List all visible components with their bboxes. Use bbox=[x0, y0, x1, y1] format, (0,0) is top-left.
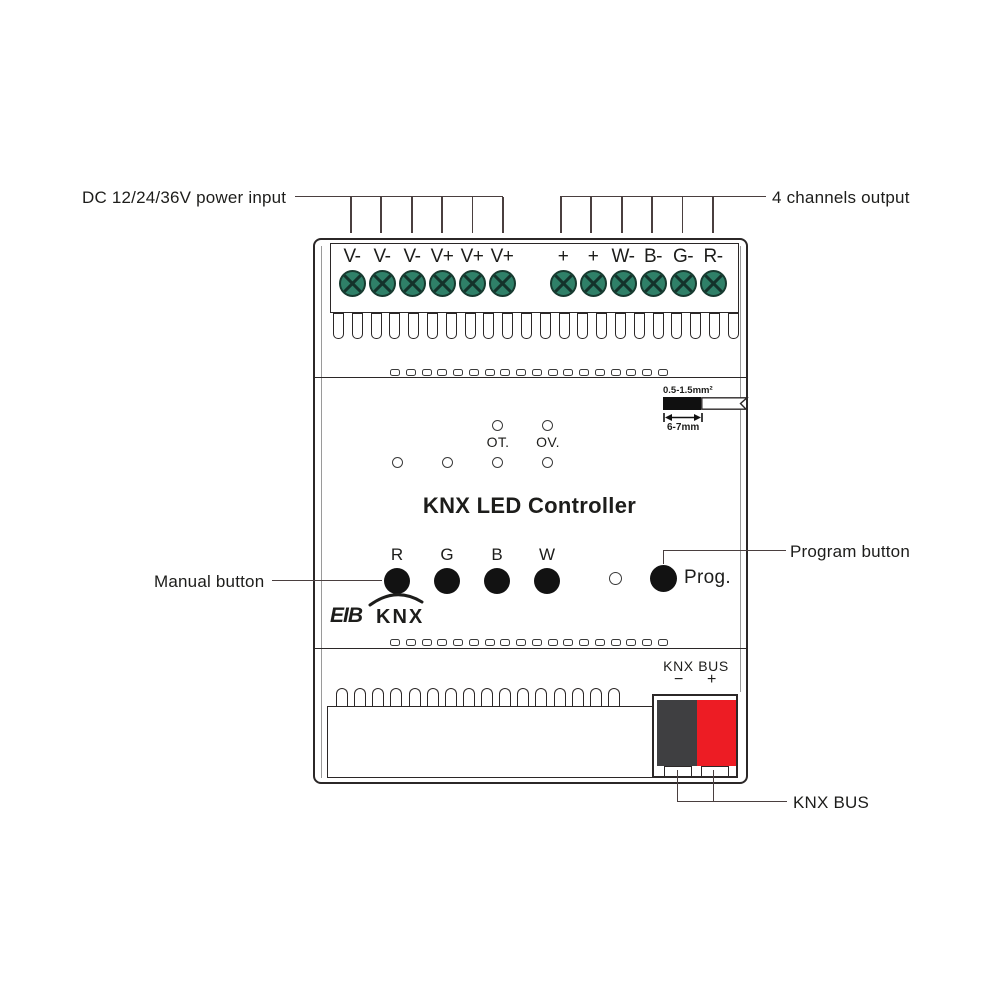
terminal-label: V- bbox=[403, 246, 421, 267]
terminal-block: V- V- V- V+ V+ V+ + + W- B- G- R- bbox=[330, 243, 739, 313]
power-input-label: DC 12/24/36V power input bbox=[82, 188, 287, 207]
terminal-clamp-teeth bbox=[333, 312, 739, 339]
knx-logo: KNX bbox=[376, 606, 425, 628]
channel-led-row bbox=[372, 457, 572, 468]
channels-output-drop-lines bbox=[560, 197, 714, 233]
device-title: KNX LED Controller bbox=[422, 493, 637, 518]
power-input-drop-lines bbox=[350, 197, 504, 233]
power-terminal-group: V- V- V- V+ V+ V+ bbox=[337, 246, 517, 297]
terminal-label: V+ bbox=[460, 246, 484, 267]
ot-label: OT. bbox=[486, 434, 510, 450]
programming-led bbox=[609, 572, 622, 585]
manual-button-b bbox=[484, 568, 510, 594]
knx-bus-connector-label: KNX BUS bbox=[663, 658, 729, 674]
bus-terminal-negative bbox=[657, 700, 697, 766]
terminal-screw-icon bbox=[398, 270, 426, 297]
manual-button-label: Manual button bbox=[154, 572, 265, 591]
terminal-label: + bbox=[587, 246, 599, 267]
bus-minus-label: − bbox=[674, 671, 684, 688]
channel-led bbox=[441, 457, 453, 468]
terminal-screw-icon bbox=[428, 270, 456, 297]
button-label-b: B bbox=[491, 545, 503, 564]
ov-led bbox=[542, 420, 553, 431]
button-label-r: R bbox=[390, 545, 404, 564]
terminal-label: V+ bbox=[490, 246, 514, 267]
program-button-leader-elbow bbox=[663, 550, 664, 564]
manual-button-g bbox=[434, 568, 460, 594]
lower-step-line bbox=[313, 648, 746, 649]
prog-label: Prog. bbox=[684, 567, 731, 588]
terminal-label: + bbox=[557, 246, 569, 267]
bus-terminal-positive bbox=[697, 700, 736, 766]
manual-button-leader-line bbox=[272, 580, 382, 581]
power-input-leader-line bbox=[295, 196, 503, 197]
vent-slots-top bbox=[390, 369, 668, 377]
terminal-screw-icon bbox=[669, 270, 697, 297]
device-inner-edge-left bbox=[321, 246, 322, 778]
eib-logo: EIB bbox=[330, 604, 363, 627]
button-label-g: G bbox=[440, 545, 454, 564]
din-spring-teeth bbox=[336, 688, 620, 707]
terminal-label: V- bbox=[373, 246, 391, 267]
stripped-wire-icon bbox=[663, 397, 701, 410]
knx-bus-leader-line bbox=[677, 801, 787, 802]
channel-led bbox=[541, 457, 553, 468]
terminal-screw-icon bbox=[458, 270, 486, 297]
terminal-screw-icon bbox=[609, 270, 637, 297]
manual-button-r bbox=[384, 568, 410, 594]
knx-bus-label: KNX BUS bbox=[793, 793, 870, 812]
programming-button bbox=[650, 565, 677, 592]
din-rail-box bbox=[327, 706, 653, 778]
bus-plus-label: + bbox=[707, 671, 717, 688]
terminal-label: V- bbox=[343, 246, 361, 267]
ov-label: OV. bbox=[536, 434, 560, 450]
channels-output-label: 4 channels output bbox=[772, 188, 910, 207]
terminal-label: V+ bbox=[430, 246, 454, 267]
upper-step-line bbox=[313, 377, 746, 378]
strip-length-arrow-icon bbox=[663, 413, 703, 422]
channels-output-leader-line bbox=[560, 196, 766, 197]
bus-wire-tab bbox=[701, 766, 729, 777]
knx-logo-arc-icon bbox=[368, 593, 424, 607]
knx-bus-leader-line-right bbox=[713, 770, 714, 802]
terminal-screw-icon bbox=[639, 270, 667, 297]
vent-slots-bottom bbox=[390, 639, 668, 647]
program-button-label: Program button bbox=[790, 542, 910, 561]
terminal-label: W- bbox=[611, 246, 635, 267]
channel-led bbox=[491, 457, 503, 468]
device-inner-edge-right bbox=[740, 246, 741, 692]
bus-wire-tab bbox=[664, 766, 692, 777]
program-button-leader-line bbox=[663, 550, 786, 551]
wire-gauge-label: 0.5-1.5mm² bbox=[663, 385, 713, 396]
button-label-w: W bbox=[538, 545, 556, 564]
knx-bus-leader-line-left bbox=[677, 770, 678, 802]
terminal-label: R- bbox=[703, 246, 723, 267]
terminal-screw-icon bbox=[549, 270, 577, 297]
channel-led bbox=[391, 457, 403, 468]
ot-led bbox=[492, 420, 503, 431]
wire-insulation-icon bbox=[701, 397, 749, 410]
manual-button-row: R G B W bbox=[372, 545, 572, 594]
manual-button-w bbox=[534, 568, 560, 594]
terminal-label: B- bbox=[644, 246, 663, 267]
terminal-screw-icon bbox=[579, 270, 607, 297]
strip-length-label: 6-7mm bbox=[667, 422, 700, 433]
terminal-screw-icon bbox=[338, 270, 366, 297]
terminal-screw-icon bbox=[488, 270, 516, 297]
terminal-screw-icon bbox=[699, 270, 727, 297]
wire-strip-spec-icon: 0.5-1.5mm² 6-7mm bbox=[663, 385, 749, 435]
terminal-label: G- bbox=[672, 246, 694, 267]
terminal-screw-icon bbox=[368, 270, 396, 297]
output-terminal-group: + + W- B- G- R- bbox=[548, 246, 728, 297]
